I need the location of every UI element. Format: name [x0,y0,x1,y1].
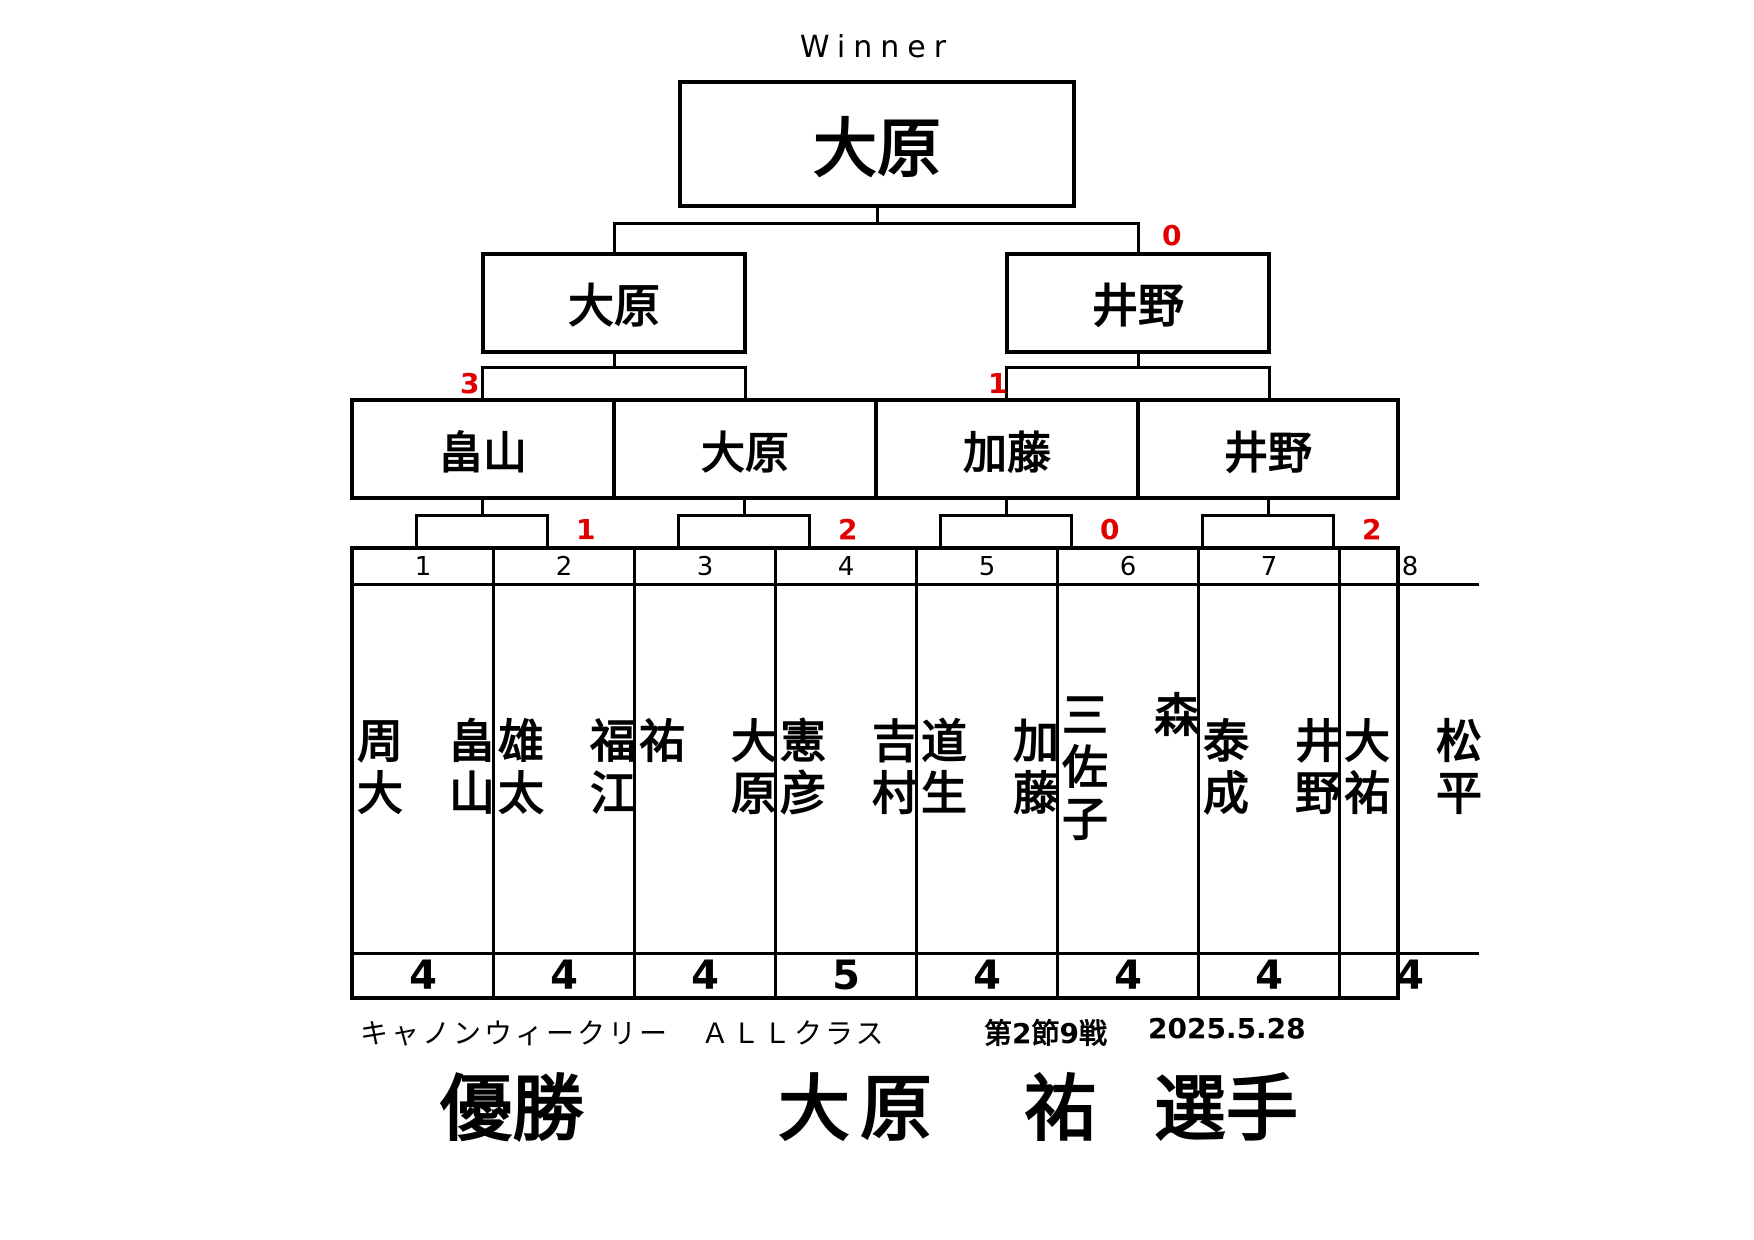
player-score: 4 [495,952,633,999]
player-name-cell: 大原 祐 [632,586,778,952]
player-name: 井野 泰成 [1196,717,1342,821]
bracket-line [1137,354,1140,368]
bracket-line [1201,514,1204,546]
quarterfinal-box-1: 畠山 [350,398,616,500]
round-label: 第2節9戦 [984,1017,1107,1050]
bracket-line [415,514,549,517]
player-name: 加藤 道生 [914,717,1060,821]
bracket-line [677,514,680,546]
player-number: 8 [1341,550,1479,586]
player-name-cell: 森 三佐子 [1055,586,1201,952]
semifinal-score: 0 [1162,219,1182,252]
player-name-cell: 井野 泰成 [1196,586,1342,952]
quarterfinal-name: 加藤 [963,428,1051,479]
champion-box: 大原 [678,80,1076,208]
player-score: 4 [1200,952,1338,999]
quarterfinal-score: 3 [460,367,480,400]
bracket-line [1070,514,1073,546]
quarterfinal-name: 井野 [1224,428,1312,479]
player-number: 6 [1059,550,1197,586]
quarterfinal-box-3: 加藤 [874,398,1140,500]
bracket-line [481,500,484,516]
quarterfinal-score: 1 [988,367,1008,400]
semifinal-box-2: 井野 [1005,252,1271,354]
bracket-line [1201,514,1335,517]
player-column: 3 大原 祐 4 [632,550,778,999]
player-number: 2 [495,550,633,586]
quarterfinal-box-2: 大原 [612,398,878,500]
bracket-line [876,208,879,224]
event-name: キャノンウィークリー ＡＬＬクラス [360,1017,887,1050]
player-name-cell: 加藤 道生 [914,586,1060,952]
player-column: 4 吉村 憲彦 5 [773,550,919,999]
bracket-line [613,222,616,252]
bracket-line [677,514,811,517]
bracket-line [1005,500,1008,516]
bracket-line [1005,366,1271,369]
player-column: 6 森 三佐子 4 [1055,550,1201,999]
player-number: 4 [777,550,915,586]
bracket-line [415,514,418,546]
player-column: 1 畠山 周大 4 [350,550,496,999]
winner-label: Winner [799,30,955,65]
player-name-cell: 福江 雄太 [491,586,637,952]
bracket-line [613,222,1140,225]
champion-suffix: 選手 [1154,1067,1299,1151]
semifinal-name: 大原 [568,279,660,333]
player-column: 7 井野 泰成 4 [1196,550,1342,999]
player-name: 大原 祐 [632,717,778,821]
semifinal-name: 井野 [1092,279,1184,333]
bracket-line [1332,514,1335,546]
bracket-line [744,366,747,398]
player-name: 福江 雄太 [491,717,637,821]
player-column: 5 加藤 道生 4 [914,550,1060,999]
player-name: 畠山 周大 [350,717,496,821]
first-round-score: 0 [1100,513,1120,546]
champion-full-name: 大原 祐 [778,1067,1107,1151]
player-number: 3 [636,550,774,586]
quarterfinal-name: 畠山 [439,428,527,479]
player-name-cell: 松平 大祐 [1337,586,1483,952]
player-score: 4 [918,952,1056,999]
first-round-score: 2 [1362,513,1382,546]
player-column: 8 松平 大祐 4 [1337,550,1483,999]
champion-name: 大原 [813,113,941,187]
bracket-line [1005,366,1008,398]
player-name-cell: 畠山 周大 [350,586,496,952]
bracket-line [481,366,747,369]
player-score: 4 [1059,952,1197,999]
bracket-line [1268,366,1271,398]
player-score: 4 [1341,952,1479,999]
bracket-line [613,354,616,368]
player-score: 4 [354,952,492,999]
player-score: 5 [777,952,915,999]
player-number: 7 [1200,550,1338,586]
player-column: 2 福江 雄太 4 [491,550,637,999]
player-number: 5 [918,550,1056,586]
player-number: 1 [354,550,492,586]
event-date: 2025.5.28 [1148,1012,1306,1045]
bracket-line [1137,222,1140,252]
player-name: 松平 大祐 [1337,717,1483,821]
champion-title: 優勝 [440,1067,585,1151]
quarterfinal-box-4: 井野 [1136,398,1400,500]
bracket-line [481,366,484,398]
bracket-line [939,514,1073,517]
quarterfinal-name: 大原 [701,428,789,479]
semifinal-box-1: 大原 [481,252,747,354]
player-name: 森 三佐子 [1055,691,1201,847]
bracket-line [743,500,746,516]
player-table: 1 畠山 周大 4 2 福江 雄太 4 3 大原 祐 4 4 吉村 憲彦 5 5… [350,546,1483,1000]
player-score: 4 [636,952,774,999]
first-round-score: 1 [576,513,596,546]
player-name: 吉村 憲彦 [773,717,919,821]
bracket-line [808,514,811,546]
bracket-line [939,514,942,546]
bracket-line [1267,500,1270,516]
first-round-score: 2 [838,513,858,546]
player-name-cell: 吉村 憲彦 [773,586,919,952]
bracket-line [546,514,549,546]
